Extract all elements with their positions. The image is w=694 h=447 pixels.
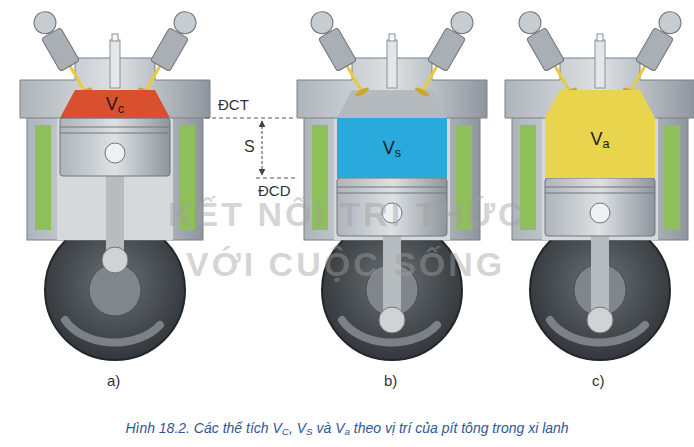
- tdc-label: ĐCT: [218, 97, 249, 114]
- spark-plug-tip: [112, 34, 118, 41]
- spark-plug: [110, 40, 120, 88]
- symbol: V: [297, 420, 306, 436]
- piston: [545, 178, 655, 236]
- valve-spring: [41, 28, 79, 72]
- figure-caption: Hình 18.2. Các thể tích VC, VS và Va the…: [0, 420, 694, 436]
- subfigure-label: b): [384, 373, 397, 390]
- camshaft: [307, 8, 337, 38]
- valve-assembly: [411, 8, 477, 100]
- crank-pin: [379, 307, 405, 333]
- subscript: s: [395, 146, 401, 160]
- engine-figure: [297, 8, 487, 360]
- volume-region: Va: [545, 90, 655, 178]
- camshaft: [30, 8, 60, 38]
- camshaft: [515, 8, 545, 38]
- volume-region: Vs: [337, 118, 447, 178]
- valve-assembly: [619, 8, 685, 100]
- subfigure-label: a): [107, 373, 120, 390]
- valve-spring: [427, 28, 465, 72]
- valve-assembly: [30, 8, 96, 100]
- engine-figure: [20, 8, 210, 360]
- subscript: S: [306, 426, 313, 437]
- camshaft: [170, 8, 200, 38]
- subscript: a: [603, 137, 610, 151]
- valve-stem: [555, 66, 570, 92]
- valve-spring: [318, 28, 356, 72]
- engine-figure: [505, 8, 694, 360]
- watermark: KẾT NỐI TRI THỨC: [168, 196, 526, 233]
- camshaft: [655, 8, 685, 38]
- symbol: V: [335, 420, 344, 436]
- valve-stem: [70, 66, 85, 92]
- main-letter: V: [106, 94, 118, 114]
- tdc-line: [205, 118, 296, 119]
- volume-label: Vs: [383, 139, 401, 157]
- valve-spring: [635, 28, 673, 72]
- water-jacket: [35, 125, 51, 230]
- water-jacket: [664, 125, 680, 230]
- volume-label: Va: [590, 130, 609, 148]
- subscript: c: [118, 102, 124, 116]
- region-fill: [545, 90, 655, 178]
- subscript: a: [344, 426, 349, 437]
- crank-pin: [102, 247, 128, 273]
- caption-part: theo vị trí của pít tông trong xi lanh: [350, 420, 569, 436]
- valve-head: [414, 86, 430, 98]
- rotation-arrow: [65, 320, 160, 343]
- piston-ring: [545, 187, 655, 188]
- stroke-label: S: [244, 138, 255, 156]
- piston-pin: [590, 203, 610, 223]
- region-fill: [60, 90, 170, 118]
- subscript: C: [282, 426, 289, 437]
- main-letter: V: [383, 138, 395, 158]
- caption-part: và: [313, 420, 336, 436]
- caption-part: Hình 18.2. Các thể tích: [125, 420, 272, 436]
- spark-plug: [387, 40, 397, 88]
- region-fill: [337, 118, 447, 178]
- spark-plug: [595, 40, 605, 88]
- combustion-chamber: [60, 90, 170, 118]
- crank-pin: [587, 307, 613, 333]
- valve-stem: [347, 66, 362, 92]
- spark-plug-tip: [597, 34, 603, 41]
- symbol: V: [272, 420, 281, 436]
- valve-stem: [422, 66, 437, 92]
- piston-ring: [545, 193, 655, 194]
- valve-head: [354, 86, 370, 98]
- watermark: VỚI CUỘC SỐNG: [186, 246, 505, 283]
- caption-part: ,: [289, 420, 297, 436]
- combustion-chamber: [337, 90, 447, 118]
- bdc-line: [256, 178, 296, 179]
- valve-assembly: [307, 8, 373, 100]
- main-letter: V: [590, 129, 602, 149]
- valve-assembly: [515, 8, 581, 100]
- piston-ring: [60, 127, 170, 128]
- valve-stem: [630, 66, 645, 92]
- piston-ring: [337, 187, 447, 188]
- piston-pin: [105, 143, 125, 163]
- spark-plug-tip: [389, 34, 395, 41]
- volume-region: Vc: [60, 90, 170, 118]
- piston-ring: [60, 133, 170, 134]
- piston: [60, 118, 170, 176]
- valve-stem: [145, 66, 160, 92]
- volume-label: Vc: [106, 95, 124, 113]
- camshaft: [447, 8, 477, 38]
- valve-spring: [526, 28, 564, 72]
- stroke-dimension: [262, 121, 263, 175]
- subfigure-label: c): [592, 373, 605, 390]
- valve-assembly: [134, 8, 200, 100]
- piston-ring: [337, 193, 447, 194]
- valve-spring: [150, 28, 188, 72]
